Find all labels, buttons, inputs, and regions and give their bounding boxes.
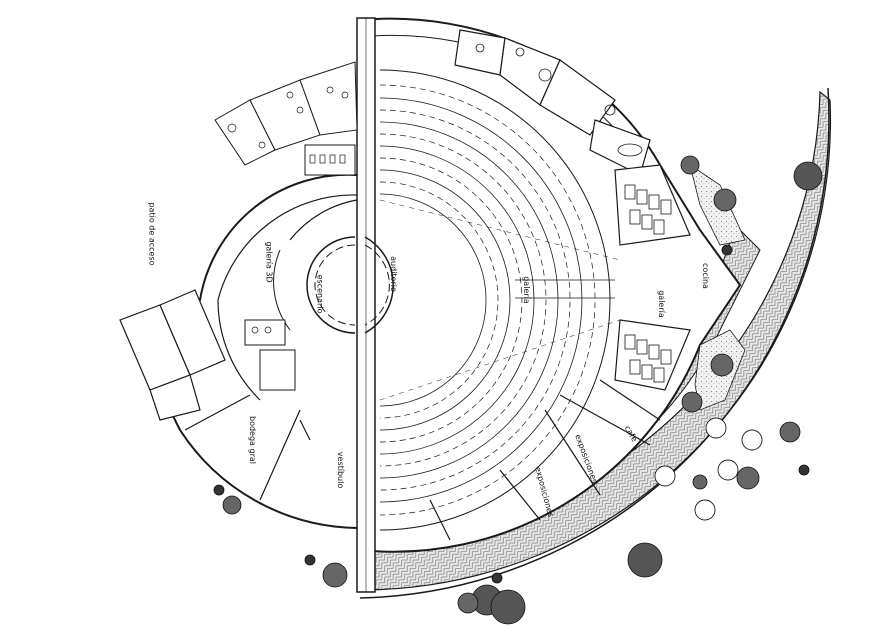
toilet-blocks	[214, 61, 358, 391]
seat-row-icon	[624, 184, 672, 383]
toilet-fixture-icon	[227, 86, 349, 334]
label-auditorio: auditorio	[388, 256, 398, 292]
label-vestibulo: vestíbulo	[336, 451, 346, 489]
building-outline-left	[128, 173, 358, 529]
outer-paving-edge	[359, 87, 830, 599]
label-escenario: escenario	[315, 274, 325, 314]
tree-icon	[213, 155, 823, 625]
label-patio-acceso: patio de acceso	[147, 202, 157, 266]
auditorium-aisles	[379, 199, 621, 401]
support-rooms-bottom	[429, 379, 661, 541]
label-galeria-right: galería	[656, 290, 666, 318]
auditorium-seating	[379, 69, 611, 531]
label-galeria-3d: galería 3D	[264, 241, 274, 283]
left-annex	[119, 289, 226, 421]
support-rooms-top	[454, 29, 651, 176]
label-cocina: cocina	[700, 263, 710, 289]
round-table-icon	[654, 417, 763, 521]
label-galeria-center: galería	[521, 276, 531, 304]
round-table-icon	[475, 43, 643, 157]
label-bodega-gral: bodega gral	[248, 416, 257, 464]
stage-circle	[306, 236, 394, 334]
